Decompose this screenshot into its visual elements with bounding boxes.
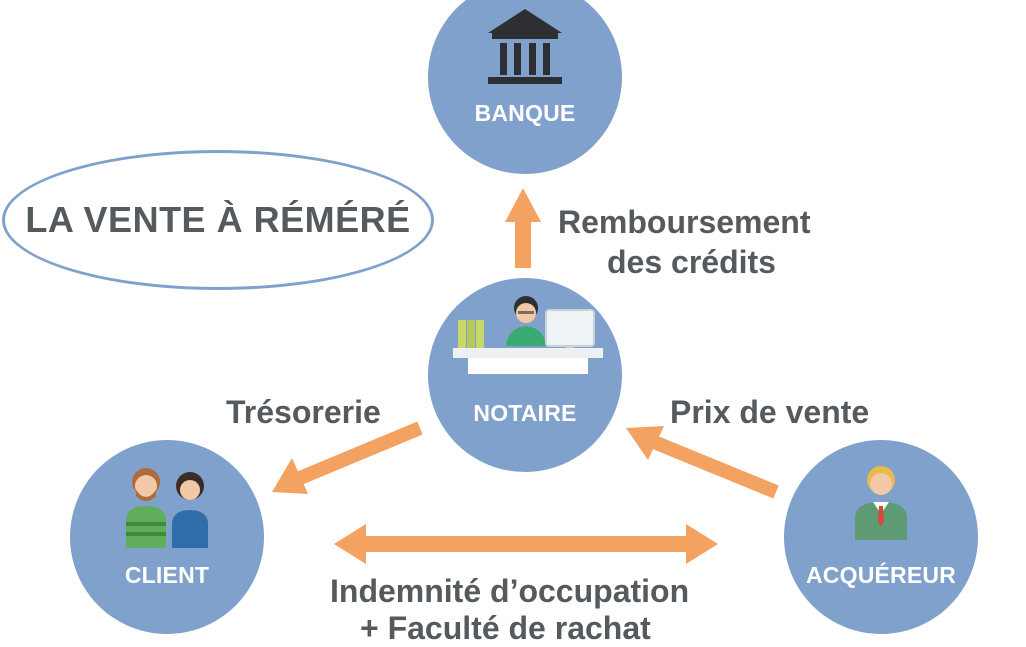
notary-at-desk-icon xyxy=(453,296,603,374)
node-notaire: NOTAIRE xyxy=(428,278,622,472)
title-oval xyxy=(2,150,434,290)
arrow-acquereur-to-notaire xyxy=(626,426,779,499)
arrows-layer xyxy=(272,188,779,564)
label-prix-de-vente: Prix de vente xyxy=(670,394,870,430)
node-banque: BANQUE xyxy=(428,0,622,174)
node-client: CLIENT xyxy=(70,440,264,634)
node-acquereur-label: ACQUÉREUR xyxy=(805,562,957,588)
label-indemnite-line2: + Faculté de rachat xyxy=(360,610,651,646)
label-remboursement-line1: Remboursement xyxy=(558,204,811,240)
label-remboursement-line2: des crédits xyxy=(607,244,776,280)
label-tresorerie: Trésorerie xyxy=(226,394,381,430)
bank-icon xyxy=(488,9,562,84)
node-notaire-label: NOTAIRE xyxy=(473,400,577,426)
label-indemnite-line1: Indemnité d’occupation xyxy=(330,573,690,609)
couple-icon xyxy=(126,468,208,548)
arrow-notaire-to-banque xyxy=(505,188,541,268)
businessman-icon xyxy=(855,466,907,540)
arrow-client-acquereur-double xyxy=(334,524,718,564)
arrow-notaire-to-client xyxy=(272,421,423,494)
diagram-title: LA VENTE À RÉMÉRÉ xyxy=(25,199,411,240)
node-acquereur: ACQUÉREUR xyxy=(784,440,978,634)
node-banque-label: BANQUE xyxy=(474,100,576,126)
node-client-label: CLIENT xyxy=(124,562,210,588)
